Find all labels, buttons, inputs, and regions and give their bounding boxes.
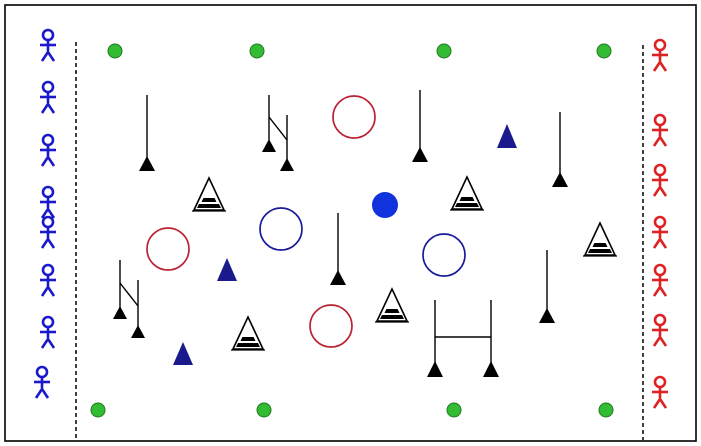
marker-dot bbox=[257, 403, 271, 417]
marker-dot bbox=[250, 44, 264, 58]
marker-dot bbox=[437, 44, 451, 58]
marker-dot bbox=[597, 44, 611, 58]
marker-dot bbox=[91, 403, 105, 417]
field-border bbox=[5, 5, 696, 441]
marker-dot bbox=[447, 403, 461, 417]
ball bbox=[372, 192, 398, 218]
marker-dot bbox=[599, 403, 613, 417]
marker-dot bbox=[108, 44, 122, 58]
